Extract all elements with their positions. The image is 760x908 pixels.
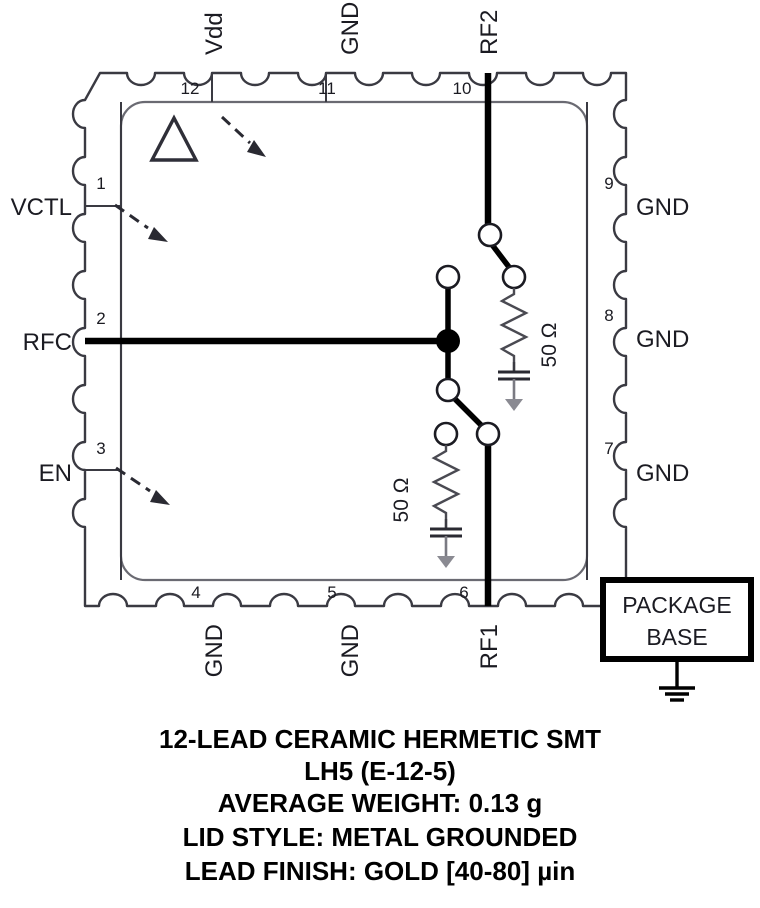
- callout-arrow-left-lower-line: [115, 466, 151, 493]
- lead-connection-lines: [85, 73, 588, 580]
- pin-number-11: 11: [318, 79, 336, 98]
- package-base-label-line1: PACKAGE: [622, 592, 732, 618]
- termination-network-lower: [430, 445, 462, 568]
- callout-arrow-left-lower-head: [150, 490, 170, 505]
- callout-arrow-left-upper-head: [148, 227, 168, 242]
- pin-label-vdd: Vdd: [201, 12, 228, 55]
- pin-labels: Vdd GND RF2 VCTL RFC EN GND GND RF1 GND …: [11, 2, 690, 678]
- pin-number-9: 9: [604, 174, 613, 193]
- pin-number-5: 5: [327, 583, 336, 602]
- pin-label-right-gnd-7: GND: [636, 460, 689, 487]
- pin-number-10: 10: [453, 79, 472, 98]
- pin-one-triangle-marker: [149, 114, 199, 162]
- pin-number-12: 12: [181, 79, 200, 98]
- callout-arrow-left-upper-line: [114, 203, 149, 230]
- caption-line-1: 12-LEAD CERAMIC HERMETIC SMT: [159, 724, 601, 754]
- pin-label-top-gnd: GND: [337, 2, 364, 55]
- node-rf2-term-throw: [501, 264, 527, 290]
- pin-label-bottom-gnd-4: GND: [201, 624, 228, 677]
- package-base-label-line2: BASE: [646, 624, 707, 650]
- switch-blade-lower: [450, 394, 486, 430]
- node-rfc-lower-pole: [435, 377, 461, 403]
- caption-line-5: LEAD FINISH: GOLD [40-80] µin: [185, 856, 576, 886]
- package-base-box: [600, 577, 754, 662]
- termination-network-upper: [498, 288, 530, 411]
- node-rf2-pole: [477, 222, 503, 248]
- resistor-value-labels: 50 Ω 50 Ω: [390, 323, 561, 523]
- lid-outline: [119, 100, 589, 582]
- resistor-50ohm-upper: [499, 288, 529, 362]
- node-rf1-term-throw: [433, 421, 459, 447]
- ground-triangle-lower: [437, 556, 455, 568]
- pin-label-vctl: VCTL: [11, 194, 72, 221]
- caption-block: 12-LEAD CERAMIC HERMETIC SMT LH5 (E-12-5…: [159, 724, 601, 886]
- pin-number-2: 2: [96, 309, 105, 328]
- pin-label-en: EN: [39, 460, 72, 487]
- resistor-50ohm-lower: [431, 445, 461, 519]
- pin-number-6: 6: [459, 583, 468, 602]
- callout-arrows: [114, 115, 266, 505]
- pin-number-3: 3: [96, 439, 105, 458]
- node-rf1-throw: [475, 421, 501, 447]
- pin-numbers: 12 11 10 1 2 3 4 5 6 9 8 7: [96, 79, 613, 602]
- resistor-label-upper: 50 Ω: [538, 323, 561, 368]
- caption-line-2: LH5 (E-12-5): [304, 756, 456, 786]
- pin-label-bottom-gnd-5: GND: [337, 624, 364, 677]
- pin-number-7: 7: [604, 439, 613, 458]
- pin-label-right-gnd-8: GND: [636, 326, 689, 353]
- node-rfc-junction-dot: [436, 329, 460, 353]
- pin-label-rf2: RF2: [476, 10, 503, 55]
- pin-label-rfc: RFC: [23, 329, 72, 356]
- resistor-label-lower: 50 Ω: [390, 478, 413, 523]
- node-rfc-upper-throw: [435, 264, 461, 290]
- callout-arrow-top-head: [247, 140, 266, 157]
- callout-arrow-top-line: [220, 115, 252, 145]
- pin-number-4: 4: [191, 583, 200, 602]
- pin-number-8: 8: [604, 306, 613, 325]
- caption-line-4: LID STYLE: METAL GROUNDED: [183, 822, 578, 852]
- pin-number-1: 1: [96, 174, 105, 193]
- package-base-block: PACKAGE BASE: [600, 577, 754, 702]
- pin-label-rf1: RF1: [476, 624, 503, 669]
- caption-line-3: AVERAGE WEIGHT: 0.13 g: [218, 788, 543, 818]
- ground-triangle-upper: [505, 399, 523, 411]
- pin-label-right-gnd-9: GND: [636, 194, 689, 221]
- switch-nodes: [433, 222, 527, 447]
